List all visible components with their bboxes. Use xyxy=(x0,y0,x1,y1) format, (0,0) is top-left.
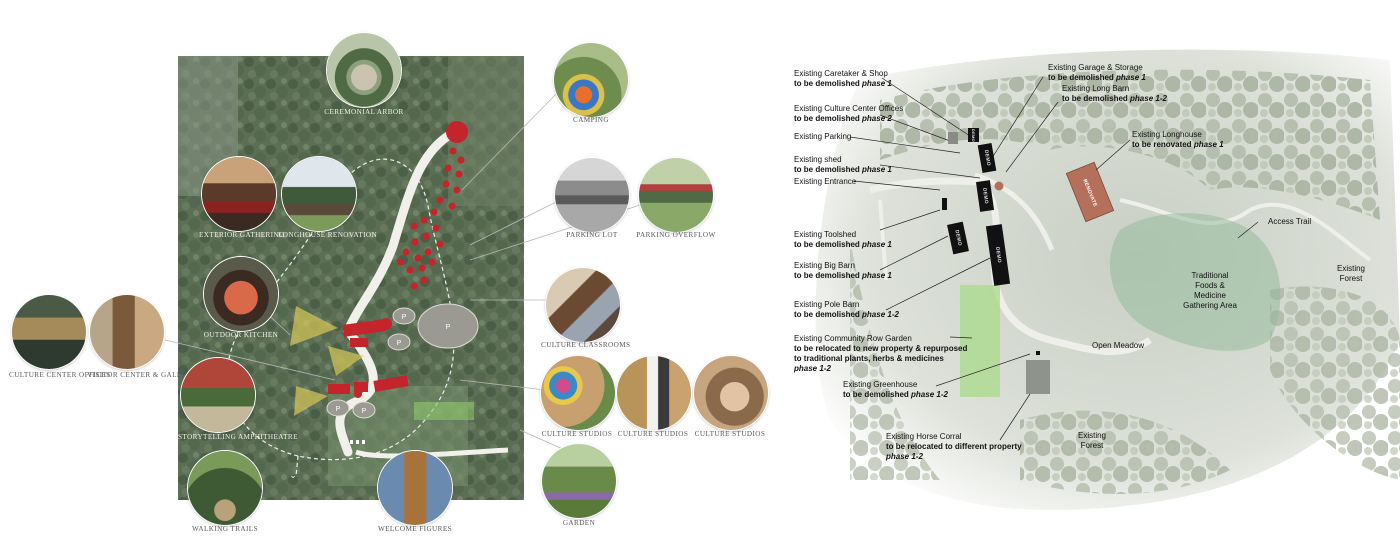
horse-corral xyxy=(1026,360,1050,394)
walking-trails-photo xyxy=(188,451,262,525)
label-entrance: Existing Entrance xyxy=(794,177,857,186)
garage-building: DEMO xyxy=(968,128,979,142)
svg-text:P: P xyxy=(397,340,402,347)
east-forest xyxy=(1270,286,1400,480)
label-pole-barn: Existing Pole Barn to be demolished phas… xyxy=(794,300,899,319)
parking-marker-text: P xyxy=(446,324,451,331)
demo-tag: DEMO xyxy=(982,149,992,167)
amphitheatre-fans xyxy=(290,306,364,416)
label-horse-corral: Existing Horse Corral to be relocated to… xyxy=(886,432,1022,461)
label-traditional-foods: Traditional Foods & Medicine Gathering A… xyxy=(1183,271,1237,310)
entry-gate xyxy=(350,440,365,444)
existing-conditions-map: DEMO DEMO DEMO DEMO DEMO RENOVATE xyxy=(790,40,1400,530)
existing-longhouse xyxy=(1065,161,1115,223)
camping-photo xyxy=(554,43,628,117)
label-big-barn: Existing Big Barn to be demolished phase… xyxy=(794,261,892,280)
renovate-tag: RENOVATE xyxy=(1081,178,1099,208)
exterior-gathering-photo xyxy=(202,157,276,231)
culture-studios-carving-photo xyxy=(617,356,691,430)
campsites xyxy=(396,121,468,290)
culture-classrooms-photo xyxy=(546,268,620,342)
label-existing-forest-east: Existing Forest xyxy=(1336,264,1365,283)
garden-caption: GARDEN xyxy=(562,519,596,527)
storytelling-amphitheatre-caption: STORYTELLING AMPHITHEATRE xyxy=(178,433,298,441)
svg-text:⌄: ⌄ xyxy=(289,470,297,480)
walking-trails-caption: WALKING TRAILS xyxy=(192,525,258,533)
label-shed: Existing shed to be demolished phase 1 xyxy=(794,155,892,174)
traditional-foods-area xyxy=(1110,213,1281,351)
demo-tag: DEMO xyxy=(971,128,977,142)
ceremonial-arbor-caption: CEREMONIAL ARBOR xyxy=(324,108,404,116)
label-greenhouse: Existing Greenhouse to be demolished pha… xyxy=(843,380,948,399)
label-culture-offices: Existing Culture Center Offices to be de… xyxy=(794,104,904,123)
label-leaders xyxy=(849,76,1259,441)
ceremonial-arbor-photo xyxy=(327,33,401,107)
visitor-center-gallery-caption: VISITOR CENTER & GALLERY xyxy=(87,371,197,379)
demo-tag: DEMO xyxy=(980,187,990,205)
parking-lot-caption: PARKING LOT xyxy=(566,231,618,239)
parking-labels: P P P P P xyxy=(336,314,451,415)
label-caretaker: Existing Caretaker & Shop to be demolish… xyxy=(794,69,892,88)
label-access-trail: Access Trail xyxy=(1268,217,1312,226)
longhouse-renovation-caption: LONGHOUSE RENOVATION xyxy=(278,231,378,239)
shed-marker xyxy=(994,181,1004,191)
outdoor-kitchen-caption: OUTDOOR KITCHEN xyxy=(203,331,279,339)
label-garage: Existing Garage & Storage to be demolish… xyxy=(1048,63,1146,82)
welcome-figures-caption: WELCOME FIGURES xyxy=(377,525,453,533)
culture-studios-beadwork-photo xyxy=(541,356,615,430)
greenhouse xyxy=(1036,351,1040,355)
label-open-meadow: Open Meadow xyxy=(1092,341,1145,350)
toolshed-building xyxy=(942,198,947,210)
culture-studios-caption-3: CULTURE STUDIOS xyxy=(694,430,766,438)
garden-field xyxy=(414,402,474,420)
svg-text:P: P xyxy=(362,408,367,415)
walking-trail-loop xyxy=(226,158,455,461)
longhouse-renovation-photo xyxy=(282,157,356,231)
label-long-barn: Existing Long Barn to be demolished phas… xyxy=(1062,84,1167,103)
label-longhouse: Existing Longhouse to be renovated phase… xyxy=(1132,130,1224,149)
west-forest xyxy=(850,240,940,480)
caretaker-shop-building xyxy=(948,132,958,144)
ceremonial-arbor-marker xyxy=(446,121,468,143)
south-forest xyxy=(1020,410,1230,494)
parking-areas xyxy=(326,303,479,419)
welcome-figures-photo xyxy=(378,451,452,525)
culture-studios-weaving-photo xyxy=(694,356,768,430)
culture-classrooms-caption: CULTURE CLASSROOMS xyxy=(541,341,631,349)
culture-studios-caption-1: CULTURE STUDIOS xyxy=(541,430,613,438)
demo-tag: DEMO xyxy=(993,246,1003,264)
exterior-gathering-caption: EXTERIOR GATHERING xyxy=(199,231,285,239)
outdoor-kitchen-photo xyxy=(204,257,278,331)
community-row-garden xyxy=(960,285,1000,397)
svg-text:P: P xyxy=(336,406,341,413)
culture-center-offices-caption: CULTURE CENTER OFFICES xyxy=(9,371,111,379)
demo-tag: DEMO xyxy=(953,229,963,247)
culture-center-offices-photo xyxy=(12,295,86,369)
label-existing-forest-south: Existing Forest xyxy=(1077,431,1106,450)
label-row-garden: Existing Community Row Garden to be relo… xyxy=(794,334,968,373)
north-forest xyxy=(880,69,1380,220)
storytelling-amphitheatre-photo xyxy=(181,358,255,432)
svg-text:P: P xyxy=(402,314,407,321)
label-toolshed: Existing Toolshed to be demolished phase… xyxy=(794,230,892,249)
new-buildings xyxy=(328,318,409,398)
culture-studios-caption-2: CULTURE STUDIOS xyxy=(617,430,689,438)
garden-photo xyxy=(542,444,616,518)
label-parking: Existing Parking xyxy=(794,132,852,141)
label-title: Existing Caretaker & Shop xyxy=(794,69,888,78)
existing-aerial xyxy=(790,40,1400,530)
visitor-center-gallery-photo xyxy=(90,295,164,369)
longhouse-building xyxy=(342,319,386,337)
parking-overflow-photo xyxy=(639,158,713,232)
parking-lot-photo xyxy=(555,158,629,232)
parking-overflow-caption: PARKING OVERFLOW xyxy=(636,231,716,239)
camping-caption: CAMPING xyxy=(573,116,609,124)
